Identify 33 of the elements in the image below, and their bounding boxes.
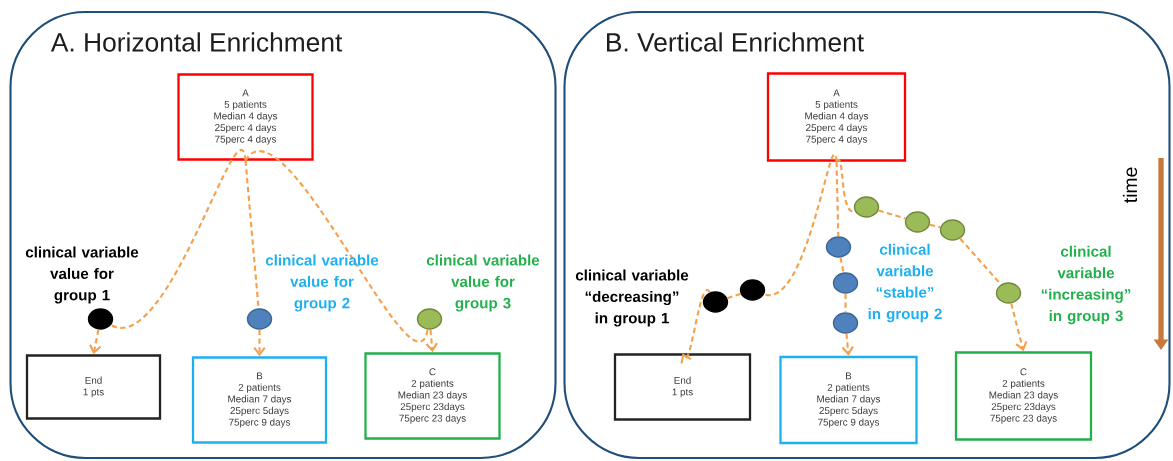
group-label: clinical variable value for group 2 (265, 254, 379, 312)
group-box: A 5 patients Median 4 days 25perc 4 days 75perc 4 days (766, 72, 907, 162)
axis-label: time (1122, 167, 1138, 203)
dot (939, 219, 966, 241)
dot (904, 211, 931, 233)
dashed-arrow (680, 289, 711, 364)
dot (995, 282, 1022, 304)
dot (832, 272, 859, 294)
dashed-arrow (89, 329, 102, 355)
dot (416, 308, 443, 330)
group-box: C 2 patients Median 23 days 25perc 23days 75perc 23 days (954, 351, 1093, 441)
group-box: C 2 patients Median 23 days 25perc 23days 75perc 23 days (364, 352, 501, 440)
group-label: clinical variable “increasing” in group 3 (1041, 245, 1131, 325)
dot (853, 196, 880, 218)
group-box: A 5 patients Median 4 days 25perc 4 days 75perc 4 days (177, 73, 314, 161)
group-box: B 2 patients Median 7 days 25perc 5days 75perc 9 days (779, 355, 918, 445)
dot (832, 312, 859, 334)
group-label: clinical variable “decreasing” in group 1 (575, 269, 689, 327)
dot (825, 236, 852, 258)
group-label: clinical variable value for group 1 (25, 246, 139, 304)
group-label: clinical variable value for group 3 (426, 254, 540, 312)
dashed-arrow (253, 329, 266, 357)
dot (246, 308, 273, 330)
dashed-arrow (841, 333, 854, 356)
group-label: clinical variable “stable” in group 2 (868, 243, 942, 323)
group-box: B 2 patients Median 7 days 25perc 5days 75perc 9 days (191, 356, 328, 444)
dot (87, 308, 114, 330)
dot (739, 279, 766, 301)
group-box: End 1 pts (613, 353, 752, 421)
dashed-arrow (1010, 303, 1028, 352)
dashed-arrow (425, 329, 438, 353)
dot (702, 291, 729, 313)
group-box: End 1 pts (25, 354, 162, 420)
